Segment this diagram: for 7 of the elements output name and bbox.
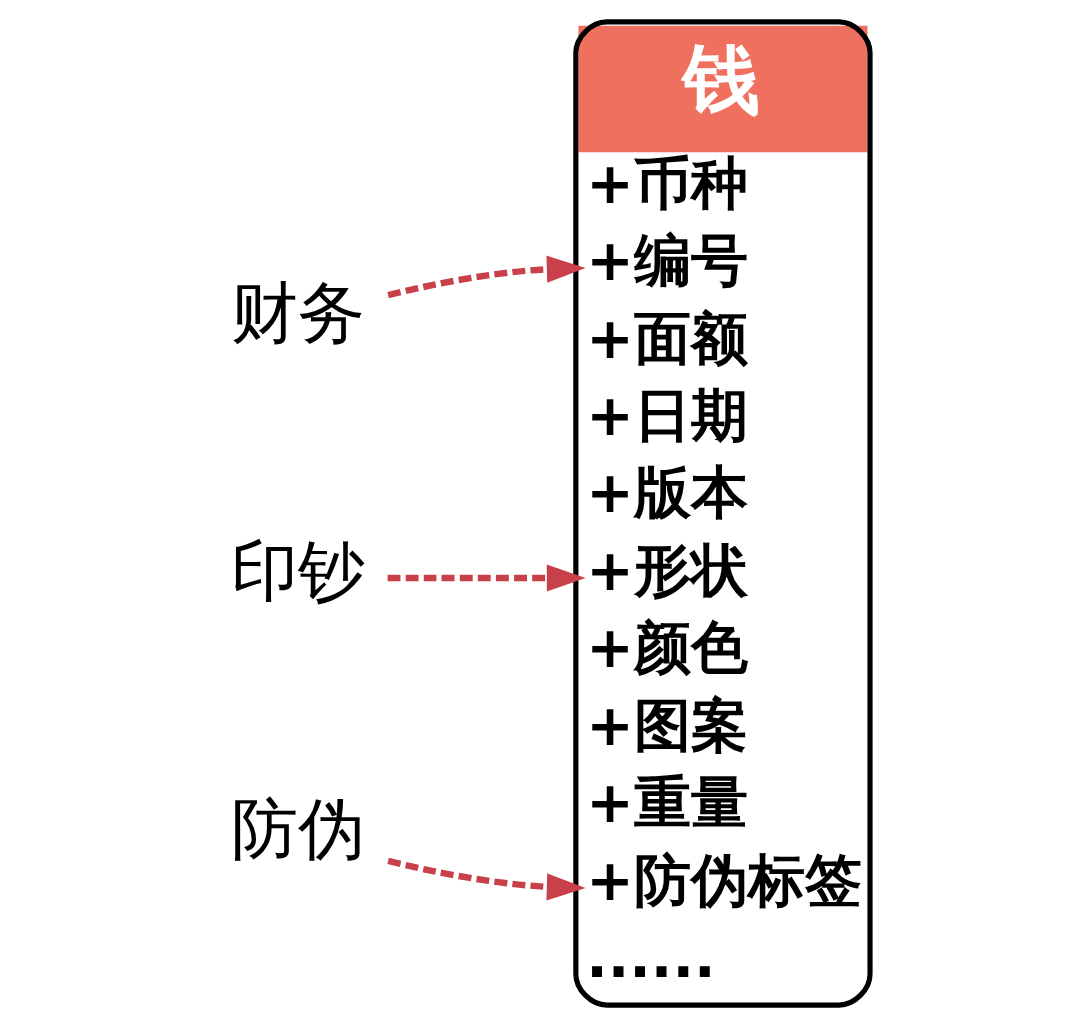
arrow [387,563,586,592]
arrow [387,255,586,298]
node-box: 钱 +币种 +编号 +面额 +日期 +版本 +形状 +颜色 +图案 +重量 +防伪标签 ...... [573,18,873,1008]
node-text: 印钞 [231,531,366,610]
node-text: 防伪 [231,789,366,868]
arrow [387,857,586,900]
node-text: 财务 [231,273,366,352]
